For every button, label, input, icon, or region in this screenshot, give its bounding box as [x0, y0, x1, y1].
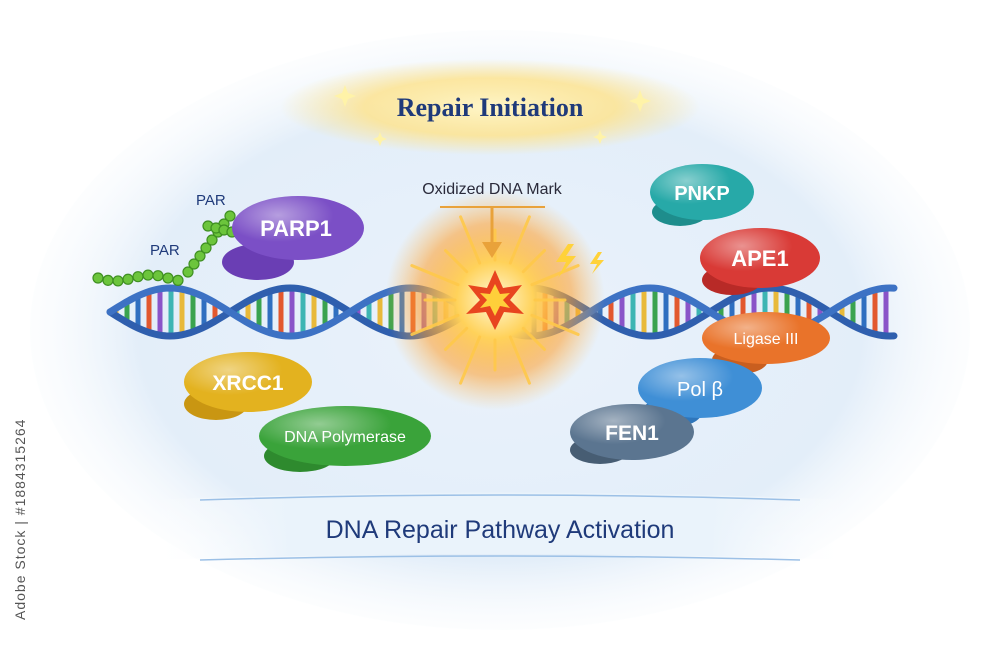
title-glow — [280, 59, 700, 155]
burst-ray — [410, 313, 460, 336]
par-bead — [188, 258, 200, 270]
par-bead — [152, 270, 164, 282]
protein-label: Pol β — [677, 379, 723, 401]
burst-ray — [521, 249, 546, 274]
par-bead — [142, 269, 154, 281]
par-bead — [182, 266, 194, 278]
par-bead — [102, 274, 114, 286]
par-bead — [206, 234, 218, 246]
par-bead — [224, 210, 236, 222]
par-bead — [194, 250, 206, 262]
sparkles — [334, 85, 651, 146]
par-bead — [172, 274, 184, 286]
protein-ligase-iii: Ligase III — [702, 312, 830, 374]
par-bead — [162, 272, 174, 284]
burst-ray — [521, 326, 546, 351]
par-label: PAR — [150, 242, 180, 259]
par-bead — [200, 242, 212, 254]
burst-ray — [530, 313, 580, 336]
burst-ray — [459, 215, 482, 265]
par-bead — [112, 275, 124, 287]
protein-ape1: APE1 — [700, 228, 820, 295]
par-bead — [132, 271, 144, 283]
protein-label: XRCC1 — [212, 372, 284, 395]
damage-arrow — [440, 206, 545, 258]
stock-id: Adobe Stock | #1884315264 — [12, 418, 36, 620]
lightning-icon — [556, 244, 576, 278]
footer-banner: DNA Repair Pathway Activation — [150, 492, 850, 561]
par-chain — [92, 210, 238, 287]
protein-label: DNA Polymerase — [284, 429, 406, 446]
damage-burst — [385, 190, 605, 410]
burst-ray — [508, 335, 531, 385]
protein-label: PARP1 — [260, 216, 332, 241]
burst-ray — [444, 249, 469, 274]
page-title: Repair Initiation — [397, 93, 584, 122]
par-bead — [122, 273, 134, 285]
footer-title: DNA Repair Pathway Activation — [326, 516, 675, 544]
par-label: PAR — [196, 192, 226, 209]
protein-label: PNKP — [674, 183, 730, 205]
burst-ray — [459, 335, 482, 385]
protein-label: Ligase III — [734, 331, 799, 348]
protein-label: FEN1 — [605, 422, 659, 445]
protein-xrcc1: XRCC1 — [184, 352, 312, 420]
protein-dna-polymerase: DNA Polymerase — [259, 406, 431, 472]
damage-label: Oxidized DNA Mark — [422, 181, 563, 198]
par-bead — [92, 272, 104, 284]
burst-ray — [530, 264, 580, 287]
protein-parp1: PARP1 — [222, 196, 364, 280]
burst-ray — [444, 326, 469, 351]
protein-label: APE1 — [731, 246, 788, 271]
burst-ray — [410, 264, 460, 287]
stock-id-text: Adobe Stock | #1884315264 — [12, 418, 28, 620]
lightning-icon — [590, 252, 604, 274]
burst-ray — [508, 215, 531, 265]
protein-pnkp: PNKP — [650, 164, 754, 226]
protein-fen1: FEN1 — [570, 404, 694, 464]
